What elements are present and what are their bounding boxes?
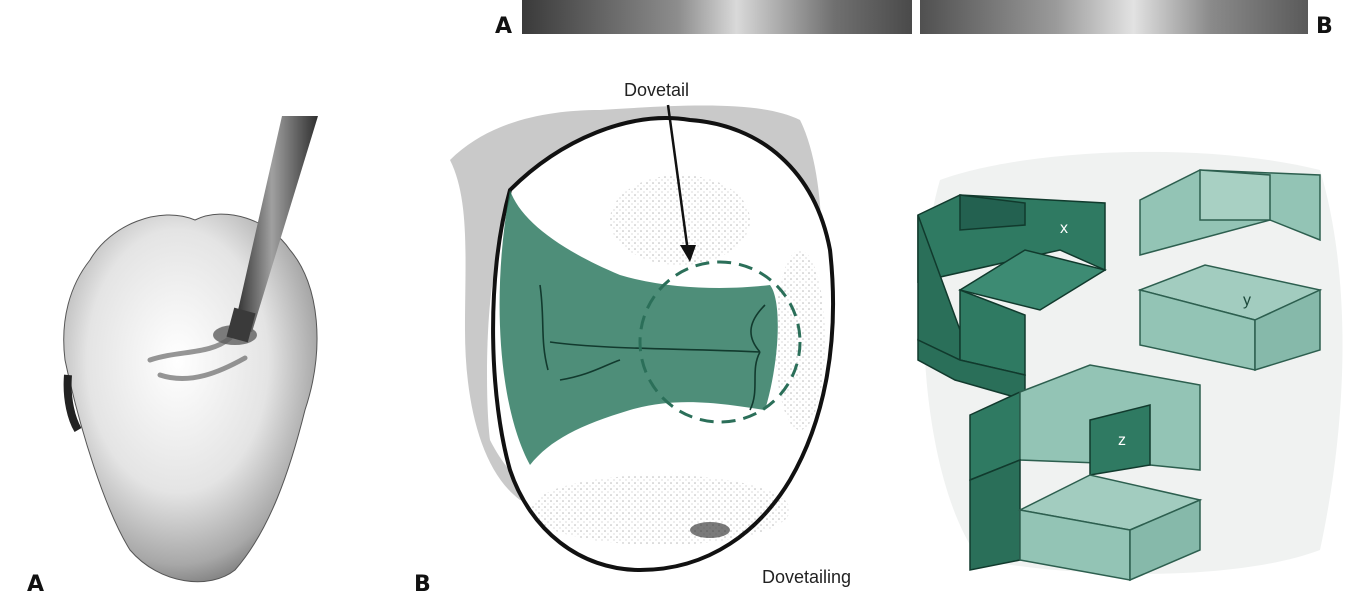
figure-a-letter: A (27, 572, 44, 597)
block-x-label: x (1060, 220, 1068, 238)
top-photo-strip-right (920, 0, 1308, 34)
top-strip-letter-b: B (1316, 14, 1333, 39)
dovetail-diagram (430, 80, 850, 580)
tooth-crown (64, 214, 317, 582)
top-photo-strip-left (522, 0, 912, 34)
top-strip-letter-a: A (495, 14, 512, 39)
interlocking-blocks-diagram (900, 130, 1360, 590)
dovetailing-label: Dovetailing (762, 567, 851, 588)
dovetail-label: Dovetail (624, 80, 689, 101)
stipple-bottom (530, 475, 790, 545)
stipple-dark (690, 522, 730, 538)
tooth-photo-figure (20, 110, 380, 580)
block-y-label: y (1243, 292, 1251, 310)
block-z-label: z (1118, 432, 1126, 450)
stipple-right (775, 250, 825, 430)
figure-b-letter: B (414, 572, 431, 597)
